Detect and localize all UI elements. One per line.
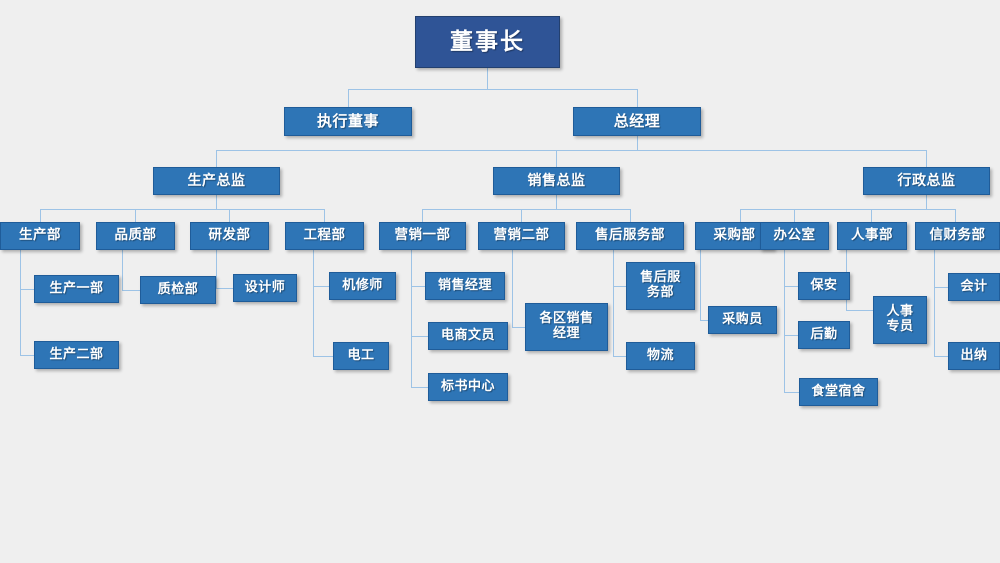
node-engineering-dept[interactable]: 工程部	[285, 222, 364, 250]
connector-purchase-dept-up	[740, 209, 741, 222]
connector-prod-unit1-elbow	[20, 289, 34, 290]
node-cashier[interactable]: 出纳	[948, 342, 1000, 370]
connector-hr-specialist-elbow	[846, 310, 873, 311]
connector-hr-dept-up	[871, 209, 872, 222]
connector-marketing1-stem	[411, 250, 412, 387]
connector-rd-dept-stem	[216, 250, 217, 288]
connector-admin-depts-bus	[740, 209, 955, 210]
connector-prod-director-down	[216, 195, 217, 209]
connector-prod-dept-up	[40, 209, 41, 222]
connector-sales-depts-bus	[422, 209, 631, 210]
connector-finance-stem	[934, 250, 935, 356]
node-accountant[interactable]: 会计	[948, 273, 1000, 301]
node-buyer[interactable]: 采购员	[708, 306, 777, 334]
connector-bid-center-elbow	[411, 387, 428, 388]
connector-marketing2-up	[521, 209, 522, 222]
node-electrician[interactable]: 电工	[333, 342, 389, 370]
connector-rd-dept-up	[229, 209, 230, 222]
connector-aftersales-dept-up	[630, 209, 631, 222]
node-canteen-dorm[interactable]: 食堂宿舍	[799, 378, 878, 406]
connector-exec-director-up	[348, 89, 349, 107]
node-hr-specialist[interactable]: 人事 专员	[873, 296, 927, 344]
connector-admin-director-up	[926, 150, 927, 167]
node-exec-director[interactable]: 执行董事	[284, 107, 412, 136]
connector-marketing1-up	[422, 209, 423, 222]
connector-sales-manager-elbow	[411, 286, 425, 287]
connector-logistics-sup-elbow	[784, 335, 798, 336]
node-production-director[interactable]: 生产总监	[153, 167, 280, 195]
connector-level3-bus	[216, 150, 927, 151]
connector-admin-director-down	[926, 195, 927, 209]
node-security[interactable]: 保安	[798, 272, 850, 300]
node-chairman[interactable]: 董事长	[415, 16, 560, 68]
connector-cashier-elbow	[934, 356, 948, 357]
connector-regional-sales-elbow	[512, 327, 525, 328]
node-designer[interactable]: 设计师	[233, 274, 297, 302]
connector-prod-director-up	[216, 150, 217, 167]
connector-sales-director-up	[556, 150, 557, 167]
connector-prod-depts-bus	[40, 209, 324, 210]
node-logistics[interactable]: 物流	[626, 342, 695, 370]
node-mechanic[interactable]: 机修师	[329, 272, 396, 300]
connector-accountant-elbow	[934, 287, 948, 288]
connector-designer-elbow	[216, 288, 233, 289]
connector-eng-dept-up	[324, 209, 325, 222]
node-qc-unit[interactable]: 质检部	[140, 276, 216, 304]
connector-canteen-elbow	[784, 392, 799, 393]
node-logistics-support[interactable]: 后勤	[798, 321, 850, 349]
connector-purchase-stem	[700, 250, 701, 320]
connector-quality-dept-up	[135, 209, 136, 222]
connector-marketing2-stem	[512, 250, 513, 327]
node-admin-director[interactable]: 行政总监	[863, 167, 990, 195]
connector-aftersales-stem	[613, 250, 614, 357]
connector-level2-bus	[348, 89, 638, 90]
node-hr-dept[interactable]: 人事部	[837, 222, 907, 250]
node-finance-dept[interactable]: 信财务部	[915, 222, 1000, 250]
connector-security-elbow	[784, 286, 798, 287]
connector-gm-down	[637, 136, 638, 150]
node-production-unit-2[interactable]: 生产二部	[34, 341, 119, 369]
connector-buyer-elbow	[700, 320, 708, 321]
node-marketing-dept-1[interactable]: 营销一部	[379, 222, 466, 250]
connector-ecommerce-elbow	[411, 336, 428, 337]
node-production-unit-1[interactable]: 生产一部	[34, 275, 119, 303]
connector-logistics-elbow	[613, 356, 626, 357]
connector-eng-dept-stem	[313, 250, 314, 356]
connector-qc-unit-elbow	[122, 290, 140, 291]
node-sales-director[interactable]: 销售总监	[493, 167, 620, 195]
connector-sales-director-down	[556, 195, 557, 209]
node-quality-dept[interactable]: 品质部	[96, 222, 175, 250]
connector-finance-dept-up	[955, 209, 956, 222]
node-general-manager[interactable]: 总经理	[573, 107, 701, 136]
connector-prod-dept-stem	[20, 250, 21, 356]
connector-aftersales-unit-elbow	[613, 286, 626, 287]
connector-quality-dept-stem	[122, 250, 123, 290]
connector-prod-unit2-elbow	[20, 355, 34, 356]
connector-office-dept-up	[794, 209, 795, 222]
node-marketing-dept-2[interactable]: 营销二部	[478, 222, 565, 250]
connector-electrician-elbow	[313, 356, 333, 357]
node-aftersales-dept[interactable]: 售后服务部	[576, 222, 684, 250]
node-aftersales-unit[interactable]: 售后服 务部	[626, 262, 695, 310]
connector-general-manager-up	[637, 89, 638, 107]
node-office-dept[interactable]: 办公室	[760, 222, 829, 250]
node-rd-dept[interactable]: 研发部	[190, 222, 269, 250]
connector-chairman-down	[487, 68, 488, 89]
node-sales-manager[interactable]: 销售经理	[425, 272, 505, 300]
connector-mechanic-elbow	[313, 286, 329, 287]
node-regional-sales-manager[interactable]: 各区销售 经理	[525, 303, 608, 351]
node-production-dept[interactable]: 生产部	[0, 222, 80, 250]
connector-office-stem	[784, 250, 785, 392]
node-bid-center[interactable]: 标书中心	[428, 373, 508, 401]
node-ecommerce-clerk[interactable]: 电商文员	[428, 322, 508, 350]
